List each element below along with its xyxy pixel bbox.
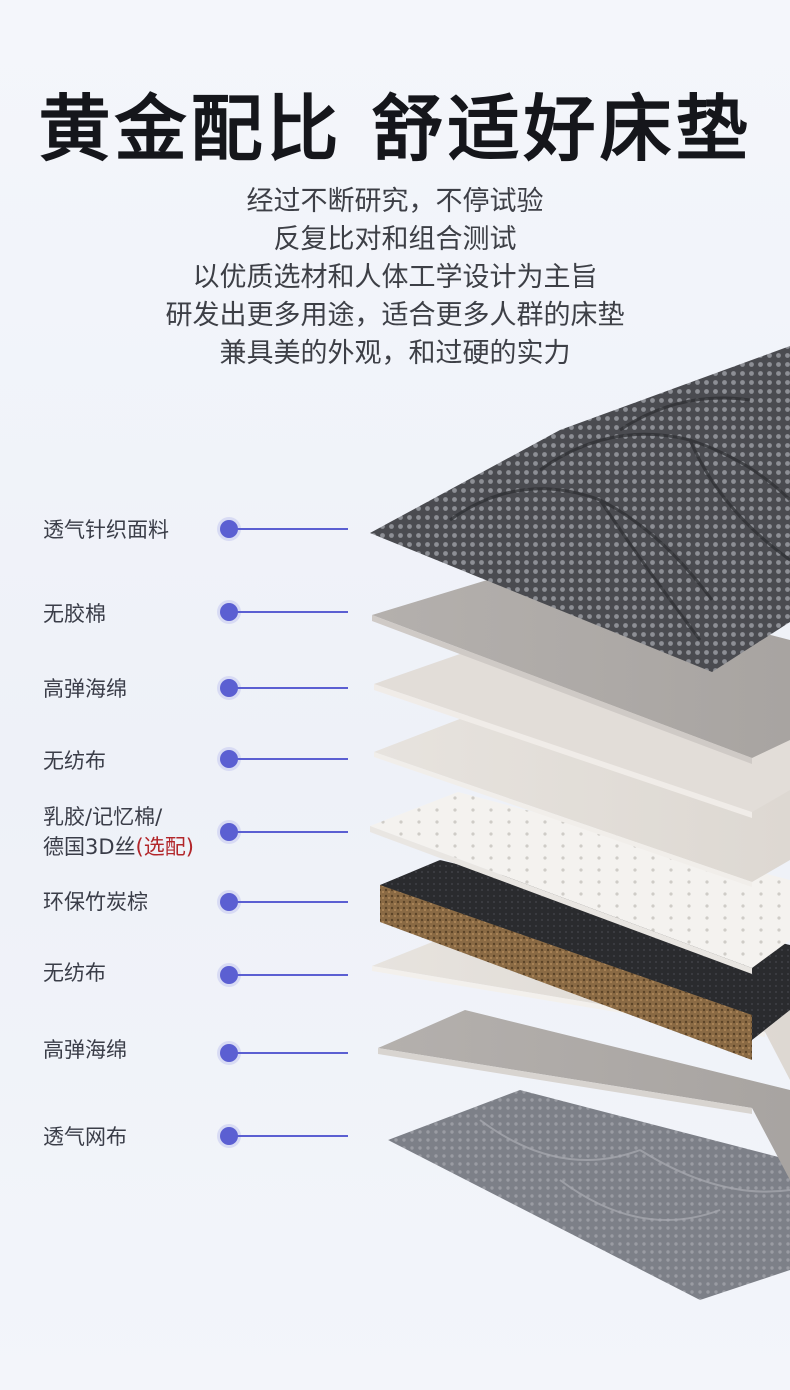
pointer-dot-icon bbox=[220, 750, 238, 768]
layer-label: 透气网布 bbox=[43, 1125, 127, 1149]
layer-label-multiline: 乳胶/记忆棉/ 德国3D丝(选配) bbox=[43, 802, 194, 862]
layer-nonwoven-top bbox=[374, 712, 790, 882]
layer-label-main: 德国3D丝 bbox=[43, 835, 136, 859]
pointer-dot-icon bbox=[220, 603, 238, 621]
layer-pointer bbox=[220, 966, 348, 984]
layer-label: 无纺布 bbox=[43, 961, 106, 985]
pointer-dot-icon bbox=[220, 893, 238, 911]
layer-pointer bbox=[220, 679, 348, 697]
intro-line: 经过不断研究，不停试验 bbox=[246, 186, 544, 217]
layer-label: 透气针织面料 bbox=[43, 518, 169, 542]
layer-sponge-bottom bbox=[378, 1010, 790, 1180]
layer-nonwoven-bottom bbox=[372, 935, 790, 1080]
pointer-dot-icon bbox=[220, 520, 238, 538]
headline: 黄金配比 舒适好床垫 bbox=[38, 87, 752, 171]
layer-label: 高弹海绵 bbox=[43, 677, 127, 701]
pointer-dot-icon bbox=[220, 1044, 238, 1062]
pointer-dot-icon bbox=[220, 1127, 238, 1145]
layer-label: 无胶棉 bbox=[43, 602, 106, 626]
layer-breathable-knit-fabric bbox=[370, 346, 790, 672]
layer-sponge-top bbox=[374, 640, 790, 812]
pointer-dot-icon bbox=[220, 966, 238, 984]
pointer-dot-icon bbox=[220, 823, 238, 841]
layer-label: 环保竹炭棕 bbox=[43, 890, 148, 914]
layer-pointer bbox=[220, 823, 348, 841]
intro-line: 反复比对和组合测试 bbox=[273, 224, 517, 255]
layer-pointer bbox=[220, 1127, 348, 1145]
intro-line: 以优质选材和人体工学设计为主旨 bbox=[192, 262, 598, 293]
intro-text: 经过不断研究，不停试验 反复比对和组合测试 以优质选材和人体工学设计为主旨 研发… bbox=[0, 183, 790, 373]
pointer-dot-icon bbox=[220, 679, 238, 697]
intro-line: 兼具美的外观，和过硬的实力 bbox=[219, 338, 571, 369]
layer-latex-memory-foam bbox=[370, 792, 790, 968]
layer-pointer bbox=[220, 603, 348, 621]
intro-line: 研发出更多用途，适合更多人群的床垫 bbox=[165, 300, 625, 331]
layer-mesh-fabric bbox=[388, 1090, 790, 1300]
layer-label: 无纺布 bbox=[43, 749, 106, 773]
layer-pointer bbox=[220, 520, 348, 538]
layer-label: 高弹海绵 bbox=[43, 1038, 127, 1062]
layer-label-line: 乳胶/记忆棉/ bbox=[43, 805, 163, 829]
layer-pointer bbox=[220, 893, 348, 911]
layer-label-line: 德国3D丝(选配) bbox=[43, 832, 194, 862]
optional-tag: (选配) bbox=[135, 835, 194, 859]
layer-pointer bbox=[220, 1044, 348, 1062]
layer-pointer bbox=[220, 750, 348, 768]
